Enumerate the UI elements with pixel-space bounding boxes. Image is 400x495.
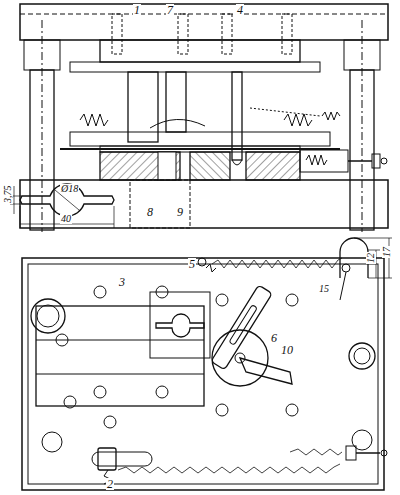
callout-number: 7	[166, 4, 174, 16]
blank-sketch	[10, 184, 114, 228]
dimension-text: 12	[366, 252, 376, 264]
callout-number: 10	[280, 344, 294, 356]
callout-number: 1	[133, 4, 141, 16]
dimension-text: 40	[60, 214, 72, 224]
dimension-text: 3,75	[3, 184, 13, 204]
plan-view	[22, 258, 387, 490]
front-view	[20, 4, 388, 232]
callout-number: 4	[236, 4, 244, 16]
callout-number: 6	[270, 332, 278, 344]
callout-number: 3	[118, 276, 126, 288]
callout-number: 8	[146, 206, 154, 218]
dimension-text: Ø18	[60, 184, 79, 194]
dimension-text: 15	[318, 284, 330, 294]
dimension-text: 17	[382, 246, 392, 258]
callout-number: 5	[188, 258, 196, 270]
callout-number: 9	[176, 206, 184, 218]
callout-number: 2	[106, 478, 114, 490]
